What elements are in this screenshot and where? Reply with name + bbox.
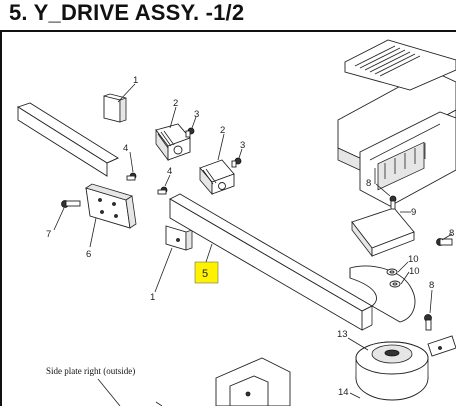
- washer-part-10-b: [389, 280, 401, 288]
- tension-block-upper: [155, 123, 191, 162]
- y-rail-assembly: [337, 39, 456, 207]
- callout-3-lower: 3: [240, 140, 245, 151]
- leader-2a: [169, 106, 177, 129]
- callout-8-lower: 8: [429, 280, 434, 291]
- page-title: 5. Y_DRIVE ASSY. -1/2: [9, 0, 245, 25]
- callout-9: 9: [411, 207, 416, 218]
- mounting-plate-part-6: [85, 183, 137, 229]
- callout-1-lower: 1: [150, 292, 155, 303]
- pulley-part-13: [355, 341, 429, 401]
- callout-6: 6: [86, 249, 91, 260]
- leader-5: [204, 243, 213, 266]
- callout-14: 14: [338, 387, 349, 398]
- leader-1a: [117, 83, 136, 103]
- leader-3a: [191, 116, 197, 129]
- callout-1-top: 1: [133, 75, 138, 86]
- callout-2-upper: 2: [173, 98, 178, 109]
- callout-4-left: 4: [123, 143, 128, 154]
- bracket-part-1-lower: [165, 225, 193, 251]
- leader-8a: [375, 183, 391, 197]
- callout-2-lower: 2: [220, 125, 225, 136]
- leader-4b: [164, 174, 171, 187]
- bolt-part-7: [61, 200, 81, 208]
- leader-10a: [397, 261, 409, 273]
- bolt-part-3-upper: [185, 127, 195, 138]
- highlight-part-5: [194, 261, 219, 284]
- leader-6: [89, 217, 97, 248]
- bolt-part-8-upper: [389, 195, 397, 210]
- frame-left-border: [0, 30, 2, 406]
- title-divider: [0, 30, 456, 32]
- bolt-part-8-right: [436, 238, 453, 246]
- leader-3b: [238, 148, 243, 159]
- bracket-part-9: [351, 207, 415, 258]
- callout-8-right: 8: [449, 228, 454, 239]
- callout-10-lower: 10: [409, 266, 420, 277]
- leader-8b: [441, 233, 453, 241]
- bracket-part-1-top: [103, 93, 127, 123]
- leader-4a: [129, 151, 134, 173]
- callout-5-highlighted: 5: [202, 268, 208, 280]
- leader-13: [347, 337, 369, 351]
- callout-7: 7: [46, 229, 51, 240]
- leader-1b: [154, 247, 173, 293]
- side-plate-right-outside: [97, 357, 291, 406]
- washer-part-10-a: [386, 268, 398, 276]
- leader-7: [53, 207, 65, 231]
- caption-side-plate: Side plate right (outside): [46, 366, 135, 376]
- callout-3-upper: 3: [194, 109, 199, 120]
- bolt-part-4-right: [157, 186, 168, 195]
- callout-8-upper: 8: [366, 178, 371, 189]
- left-flat-bar: [16, 102, 119, 177]
- side-bracket-small: [427, 335, 456, 357]
- bolt-part-8-lower: [424, 314, 432, 331]
- callout-10-upper: 10: [408, 254, 419, 265]
- callout-13: 13: [337, 329, 348, 340]
- tension-block-lower: [199, 159, 235, 196]
- leader-2b: [217, 133, 225, 161]
- callout-4-right: 4: [167, 166, 172, 177]
- bolt-part-3-lower: [231, 157, 242, 168]
- bolt-part-4-left: [126, 172, 137, 181]
- leader-10b: [400, 271, 410, 285]
- leader-8c: [429, 289, 433, 314]
- leader-14: [349, 392, 361, 399]
- belt-bar-part-5: [169, 193, 416, 331]
